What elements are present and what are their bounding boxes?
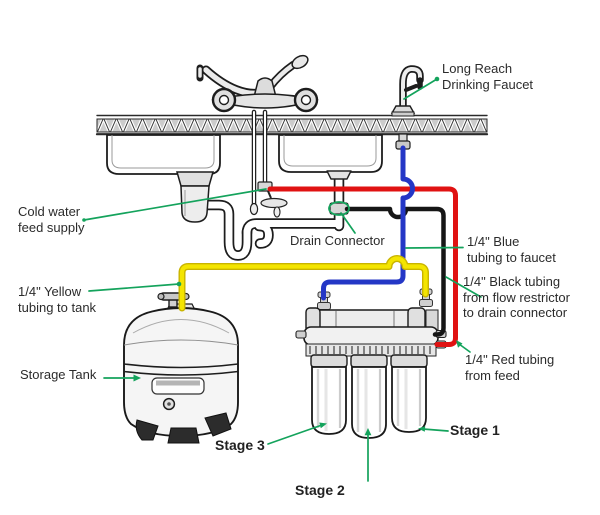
leader-red-tubing (458, 343, 471, 353)
label-black-tubing: 1/4" Black tubing from flow restrictor t… (463, 274, 570, 320)
leader-cold-water (83, 188, 267, 221)
yellow-tubing-line (179, 256, 428, 311)
leader-markers (82, 76, 463, 436)
filter-canisters (311, 366, 427, 439)
canister-stage1 (391, 366, 427, 433)
tubing (178, 145, 458, 347)
garbage-disposal (176, 171, 214, 223)
label-storage-tank: Storage Tank (20, 367, 97, 382)
leader-blue-tubing (405, 246, 464, 249)
label-stage3: Stage 3 (215, 437, 265, 453)
label-yellow-tubing: 1/4" Yellow tubing to tank (18, 284, 97, 315)
label-blue-tubing: 1/4" Blue tubing to faucet (467, 234, 556, 265)
countertop (95, 114, 489, 136)
leader-lines (83, 78, 482, 482)
leader-black-tubing (445, 276, 482, 298)
faucet-body (253, 77, 277, 98)
tank-feet (135, 412, 232, 444)
label-long-reach-faucet: Long Reach Drinking Faucet (442, 61, 534, 92)
label-cold-water-feed: Cold water feed supply (18, 204, 85, 235)
canister-stage3 (311, 366, 347, 435)
drinking-faucet (390, 65, 424, 150)
leader-drain-connector (340, 212, 356, 234)
leader-yellow-tubing (88, 283, 180, 292)
label-stage1: Stage 1 (450, 422, 500, 438)
filter-manifold (303, 326, 439, 346)
label-red-tubing: 1/4" Red tubing from feed (465, 352, 555, 383)
label-stage2: Stage 2 (295, 482, 345, 498)
sink-basins (106, 134, 383, 175)
blue-tubing-line (321, 145, 415, 301)
filter-unit (295, 288, 447, 439)
tailpiece-flange (326, 170, 352, 180)
canister-stage2 (351, 366, 387, 439)
red-tubing-line (267, 186, 458, 347)
tank-label-plate (151, 377, 205, 395)
leader-long-reach (403, 78, 438, 100)
black-tubing-line (344, 206, 446, 337)
right-basin (278, 134, 383, 173)
leader-stage3 (267, 424, 323, 445)
storage-tank (123, 292, 239, 444)
leader-stage1 (422, 428, 449, 432)
drain-connector-highlight (328, 201, 350, 216)
label-drain-connector: Drain Connector (290, 233, 385, 248)
main-faucet (196, 54, 319, 113)
